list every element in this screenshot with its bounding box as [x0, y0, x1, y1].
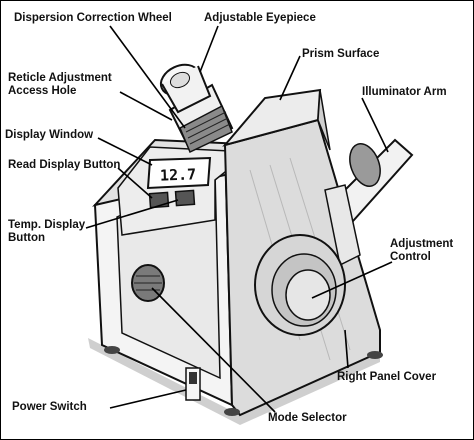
label-prism-surface: Prism Surface [302, 48, 380, 60]
leader-eyepiece [199, 25, 219, 73]
leader-temp [85, 199, 179, 229]
label-temp-line1: Temp. Display [8, 219, 86, 231]
leader-power [109, 389, 187, 409]
label-mode-selector: Mode Selector [268, 412, 347, 424]
illuminator-arm-lower [324, 184, 361, 267]
leader-illum [361, 97, 389, 153]
leader-adjust [311, 261, 393, 299]
adjustment-control-knob [285, 269, 331, 321]
leader-prism [279, 55, 301, 101]
foot-left [104, 346, 120, 354]
label-illuminator-arm: Illuminator Arm [362, 86, 447, 98]
foot-right [367, 351, 383, 359]
label-display-window: Display Window [5, 129, 94, 141]
label-right-panel-cover: Right Panel Cover [337, 371, 437, 383]
foot-center [224, 408, 240, 416]
label-adjustment-control: Adjustment Control [390, 238, 453, 264]
display-reading: 12.7 [160, 165, 197, 184]
eyepiece-body [161, 65, 212, 114]
label-read-display-button: Read Display Button [8, 159, 121, 171]
label-temp-display-button: Temp. Display Button [8, 219, 85, 245]
leader-read [117, 167, 153, 199]
leader-display [97, 137, 153, 166]
ground-shadow [88, 338, 380, 425]
label-temp-line2: Button [8, 232, 46, 244]
leader-reticle [119, 91, 173, 121]
label-adjustment-line1: Adjustment [390, 238, 454, 250]
label-reticle-line2: Access Hole [8, 85, 77, 97]
label-reticle-line1: Reticle Adjustment [8, 72, 112, 84]
leader-mode [151, 287, 276, 413]
leader-dispersion [109, 25, 186, 129]
label-adjustable-eyepiece: Adjustable Eyepiece [204, 12, 316, 24]
leader-right-panel [344, 329, 349, 369]
leader-lines [85, 25, 393, 413]
label-dispersion-correction-wheel: Dispersion Correction Wheel [14, 12, 172, 24]
prism-side [317, 89, 331, 151]
temp-display-button [174, 189, 196, 207]
label-power-switch: Power Switch [12, 401, 87, 413]
label-reticle-adjustment: Reticle Adjustment Access Hole [8, 72, 112, 98]
label-adjustment-line2: Control [390, 251, 431, 263]
display-window [146, 156, 212, 190]
illuminator-knob [349, 143, 381, 187]
